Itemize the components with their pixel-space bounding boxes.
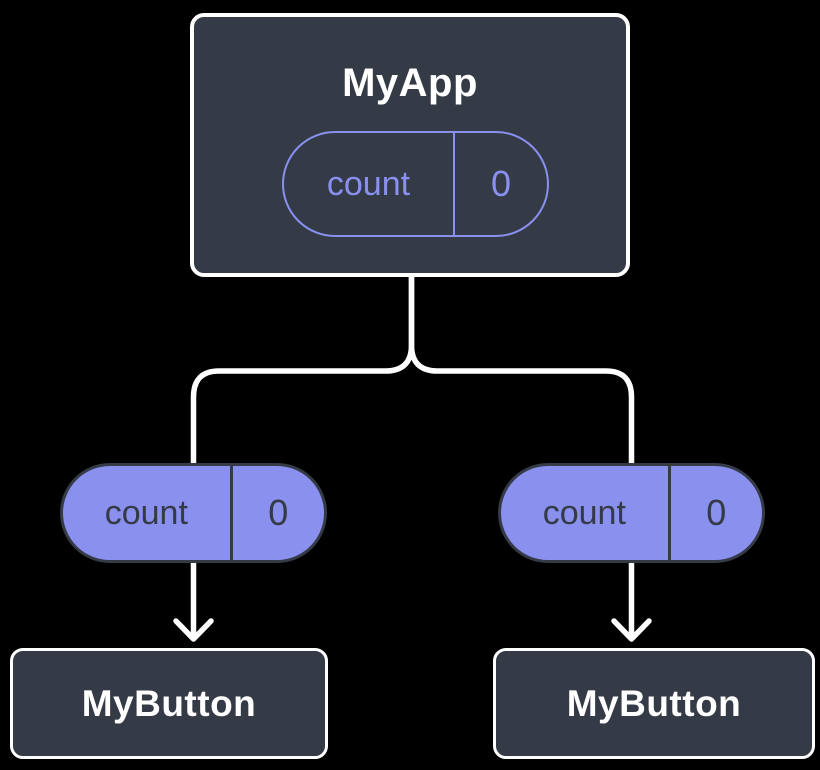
node-myapp: MyApp count 0 — [190, 13, 630, 277]
prop-pill-right: count 0 — [498, 463, 765, 563]
state-pill-name: count — [284, 133, 455, 235]
node-mybutton-right: MyButton — [493, 648, 815, 759]
prop-pill-right-name: count — [501, 466, 671, 560]
branch-right-line — [408, 274, 635, 466]
node-mybutton-left: MyButton — [10, 648, 328, 759]
node-mybutton-left-title: MyButton — [81, 682, 257, 724]
prop-pill-left: count 0 — [60, 463, 327, 563]
prop-pill-right-value: 0 — [706, 492, 727, 533]
state-pill-value: 0 — [490, 163, 511, 204]
node-mybutton-right-title: MyButton — [566, 682, 742, 724]
arrow-left-head — [173, 618, 214, 642]
branch-left-line — [190, 274, 415, 466]
prop-pill-left-name: count — [63, 466, 233, 560]
prop-pill-left-value: 0 — [268, 492, 289, 533]
arrow-right-head — [611, 618, 652, 642]
state-pill-count: count 0 — [282, 131, 549, 237]
node-myapp-title: MyApp — [342, 61, 478, 105]
